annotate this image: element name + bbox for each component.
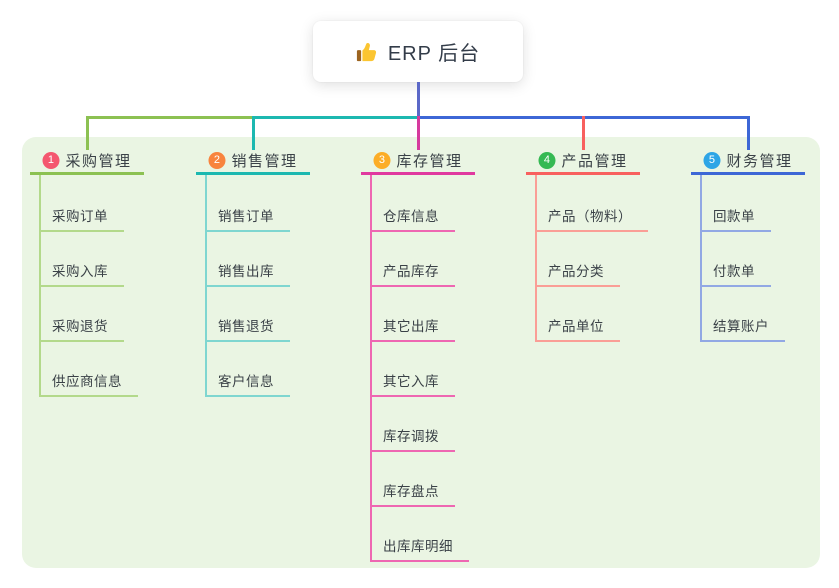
child-node[interactable]: 仓库信息 bbox=[370, 203, 455, 232]
child-label: 库存盘点 bbox=[383, 484, 439, 499]
child-label: 回款单 bbox=[713, 209, 755, 224]
child-label: 供应商信息 bbox=[52, 374, 122, 389]
child-node[interactable]: 采购入库 bbox=[39, 258, 124, 287]
child-label: 销售退货 bbox=[218, 319, 274, 334]
child-label: 其它出库 bbox=[383, 319, 439, 334]
child-label: 库存调拨 bbox=[383, 429, 439, 444]
child-label: 采购订单 bbox=[52, 209, 108, 224]
child-label: 付款单 bbox=[713, 264, 755, 279]
branch-underline bbox=[30, 172, 144, 175]
branch-badge: 5 bbox=[703, 152, 721, 169]
child-label: 产品分类 bbox=[548, 264, 604, 279]
child-label: 销售出库 bbox=[218, 264, 274, 279]
root-node[interactable]: ERP 后台 bbox=[313, 21, 523, 82]
child-node[interactable]: 产品单位 bbox=[535, 313, 620, 342]
child-node[interactable]: 销售订单 bbox=[205, 203, 290, 232]
branch-badge: 2 bbox=[208, 152, 226, 169]
branch-underline bbox=[196, 172, 310, 175]
child-label: 产品（物料） bbox=[548, 209, 632, 224]
child-label: 采购退货 bbox=[52, 319, 108, 334]
mindmap-panel bbox=[22, 137, 820, 568]
branch-badge: 4 bbox=[538, 152, 556, 169]
child-node[interactable]: 供应商信息 bbox=[39, 368, 138, 397]
child-node[interactable]: 库存调拨 bbox=[370, 423, 455, 452]
branch-node[interactable]: 1 采购管理 bbox=[42, 150, 131, 171]
child-node[interactable]: 出库库明细 bbox=[370, 533, 469, 562]
branch-drop-line bbox=[252, 116, 255, 150]
child-node[interactable]: 其它出库 bbox=[370, 313, 455, 342]
branch-badge: 3 bbox=[373, 152, 391, 169]
child-node[interactable]: 结算账户 bbox=[700, 313, 785, 342]
branch-label: 产品管理 bbox=[561, 153, 628, 170]
child-label: 销售订单 bbox=[218, 209, 274, 224]
branch-badge: 1 bbox=[42, 152, 60, 169]
branch-label: 库存管理 bbox=[396, 153, 463, 170]
child-node[interactable]: 回款单 bbox=[700, 203, 771, 232]
child-node[interactable]: 库存盘点 bbox=[370, 478, 455, 507]
child-label: 出库库明细 bbox=[383, 539, 453, 554]
branch-node[interactable]: 2 销售管理 bbox=[208, 150, 297, 171]
branch-label: 财务管理 bbox=[726, 153, 793, 170]
branch-label: 销售管理 bbox=[231, 153, 298, 170]
branch-trunk-line bbox=[700, 175, 702, 342]
thumbs-up-icon bbox=[356, 42, 376, 61]
branch-underline bbox=[361, 172, 475, 175]
branch-underline bbox=[526, 172, 640, 175]
child-label: 仓库信息 bbox=[383, 209, 439, 224]
child-label: 客户信息 bbox=[218, 374, 274, 389]
child-label: 其它入库 bbox=[383, 374, 439, 389]
child-node[interactable]: 产品分类 bbox=[535, 258, 620, 287]
child-node[interactable]: 产品（物料） bbox=[535, 203, 648, 232]
child-label: 采购入库 bbox=[52, 264, 108, 279]
child-node[interactable]: 采购退货 bbox=[39, 313, 124, 342]
child-label: 产品单位 bbox=[548, 319, 604, 334]
child-node[interactable]: 付款单 bbox=[700, 258, 771, 287]
branch-node[interactable]: 3 库存管理 bbox=[373, 150, 462, 171]
child-node[interactable]: 采购订单 bbox=[39, 203, 124, 232]
branch-node[interactable]: 4 产品管理 bbox=[538, 150, 627, 171]
child-node[interactable]: 销售退货 bbox=[205, 313, 290, 342]
bus-line-segment-middle bbox=[252, 116, 417, 119]
child-label: 结算账户 bbox=[713, 319, 769, 334]
root-label: ERP 后台 bbox=[387, 43, 481, 65]
branch-label: 采购管理 bbox=[65, 153, 132, 170]
child-node[interactable]: 产品库存 bbox=[370, 258, 455, 287]
branch-drop-line bbox=[86, 116, 89, 150]
bus-line-segment-left bbox=[86, 116, 252, 119]
root-connector-line bbox=[417, 82, 420, 119]
child-node[interactable]: 客户信息 bbox=[205, 368, 290, 397]
branch-trunk-line bbox=[535, 175, 537, 342]
branch-drop-line bbox=[582, 116, 585, 150]
branch-drop-line bbox=[417, 116, 420, 150]
child-node[interactable]: 销售出库 bbox=[205, 258, 290, 287]
child-node[interactable]: 其它入库 bbox=[370, 368, 455, 397]
child-label: 产品库存 bbox=[383, 264, 439, 279]
branch-node[interactable]: 5 财务管理 bbox=[703, 150, 792, 171]
branch-drop-line bbox=[747, 116, 750, 150]
branch-underline bbox=[691, 172, 805, 175]
branch-trunk-line bbox=[370, 175, 372, 562]
